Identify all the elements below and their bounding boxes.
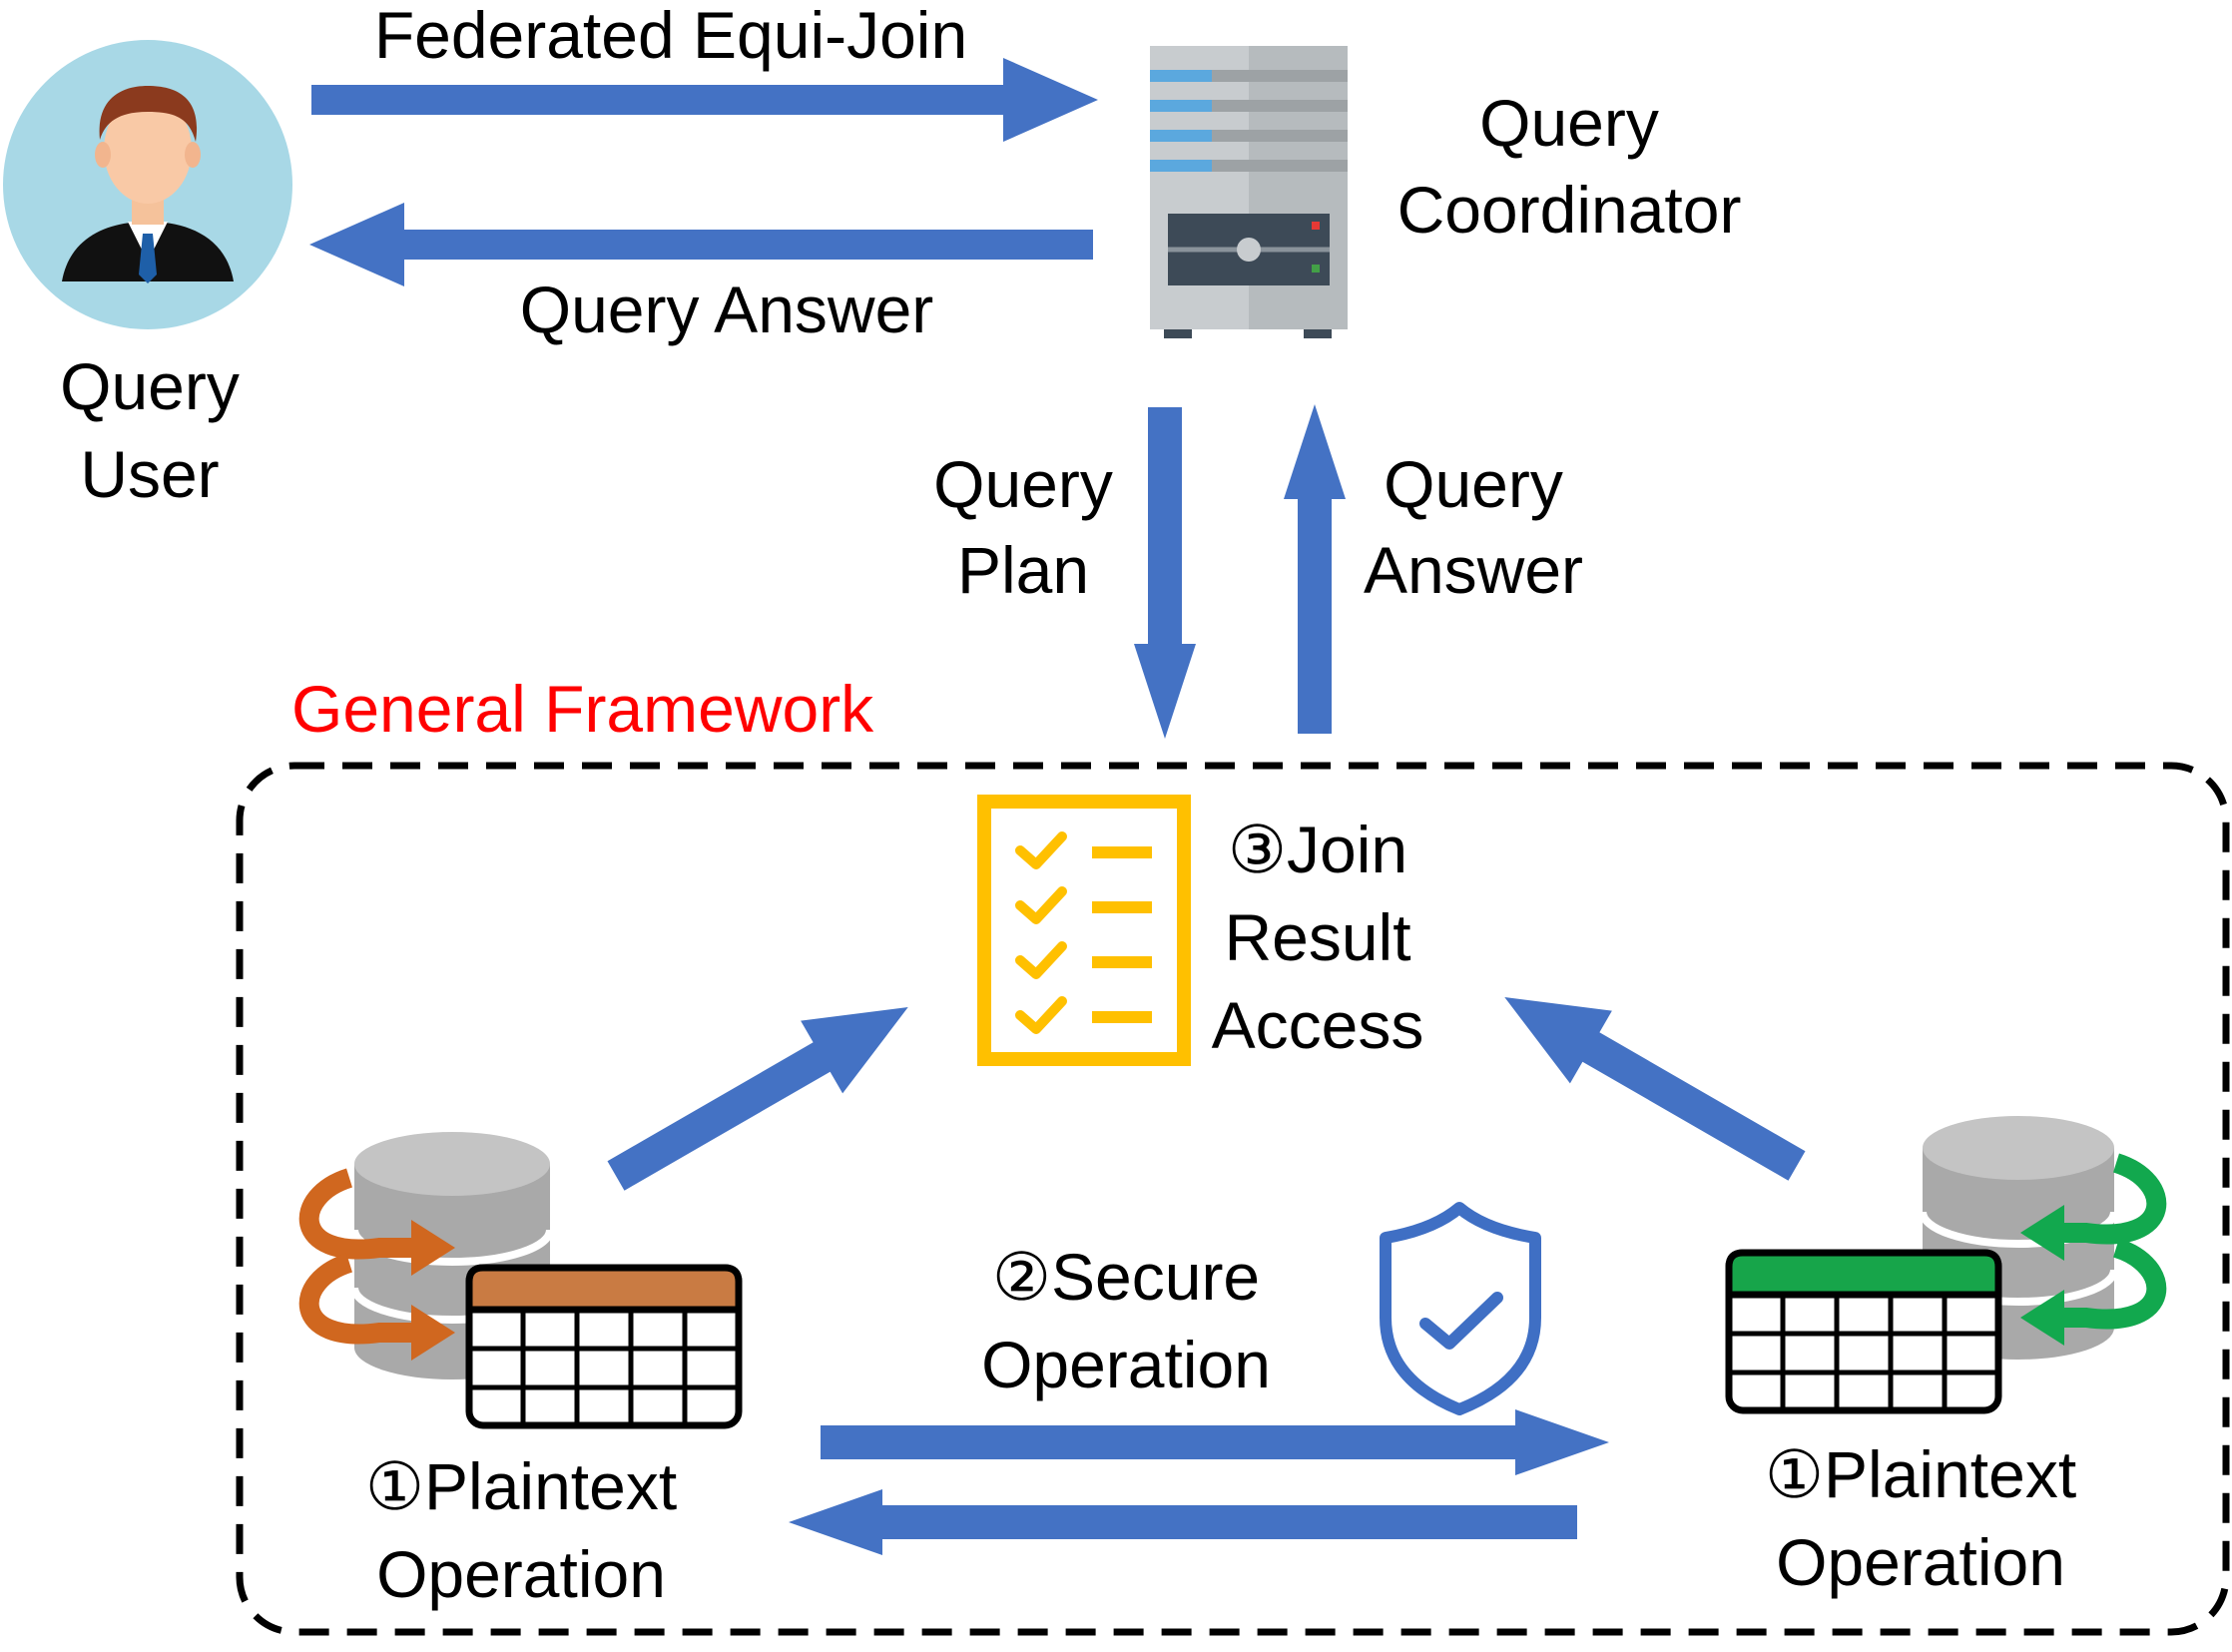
user-avatar-icon [3, 40, 292, 329]
plaintext-left-label-line1: ①Plaintext [365, 1449, 677, 1523]
join-result-label-line1: ③Join [1228, 813, 1407, 886]
query-answer-right-label-line2: Answer [1364, 533, 1583, 607]
secure-arrow-right [821, 1409, 1609, 1475]
general-framework-box [236, 762, 2230, 1636]
plaintext-left-label-line2: Operation [376, 1537, 666, 1611]
query-answer-top-label: Query Answer [520, 273, 934, 346]
secure-arrow-left [789, 1489, 1577, 1555]
database-table-icon-right [1725, 1116, 2167, 1414]
plaintext-right-label-line2: Operation [1776, 1525, 2065, 1599]
shield-check-icon [1380, 1202, 1541, 1415]
query-plan-label-line1: Query [933, 447, 1113, 521]
left-to-result-arrow [607, 1007, 908, 1191]
checklist-icon [977, 795, 1191, 1066]
query-plan-arrow [1134, 407, 1196, 739]
query-plan-label-line2: Plan [957, 533, 1089, 607]
secure-operation-label-line2: Operation [981, 1328, 1271, 1401]
query-answer-arrow-top [309, 203, 1093, 286]
plaintext-right-label-line1: ①Plaintext [1765, 1437, 2076, 1511]
secure-operation-label-line1: ②Secure [992, 1240, 1260, 1314]
database-table-icon-left [298, 1132, 743, 1429]
federated-join-label: Federated Equi-Join [374, 0, 967, 72]
right-to-result-arrow [1504, 997, 1806, 1181]
general-framework-label: General Framework [291, 672, 874, 746]
join-result-label-line3: Access [1212, 988, 1424, 1062]
join-result-label-line2: Result [1224, 900, 1410, 974]
query-coordinator-label-line2: Coordinator [1397, 173, 1742, 247]
federated-join-arrow [311, 58, 1098, 142]
server-icon [1150, 46, 1348, 338]
query-coordinator-label-line1: Query [1479, 86, 1659, 160]
query-answer-arrow-up [1284, 404, 1346, 734]
query-user-label-line1: Query [60, 349, 240, 423]
query-user-label-line2: User [80, 437, 219, 511]
query-answer-right-label-line1: Query [1384, 447, 1563, 521]
